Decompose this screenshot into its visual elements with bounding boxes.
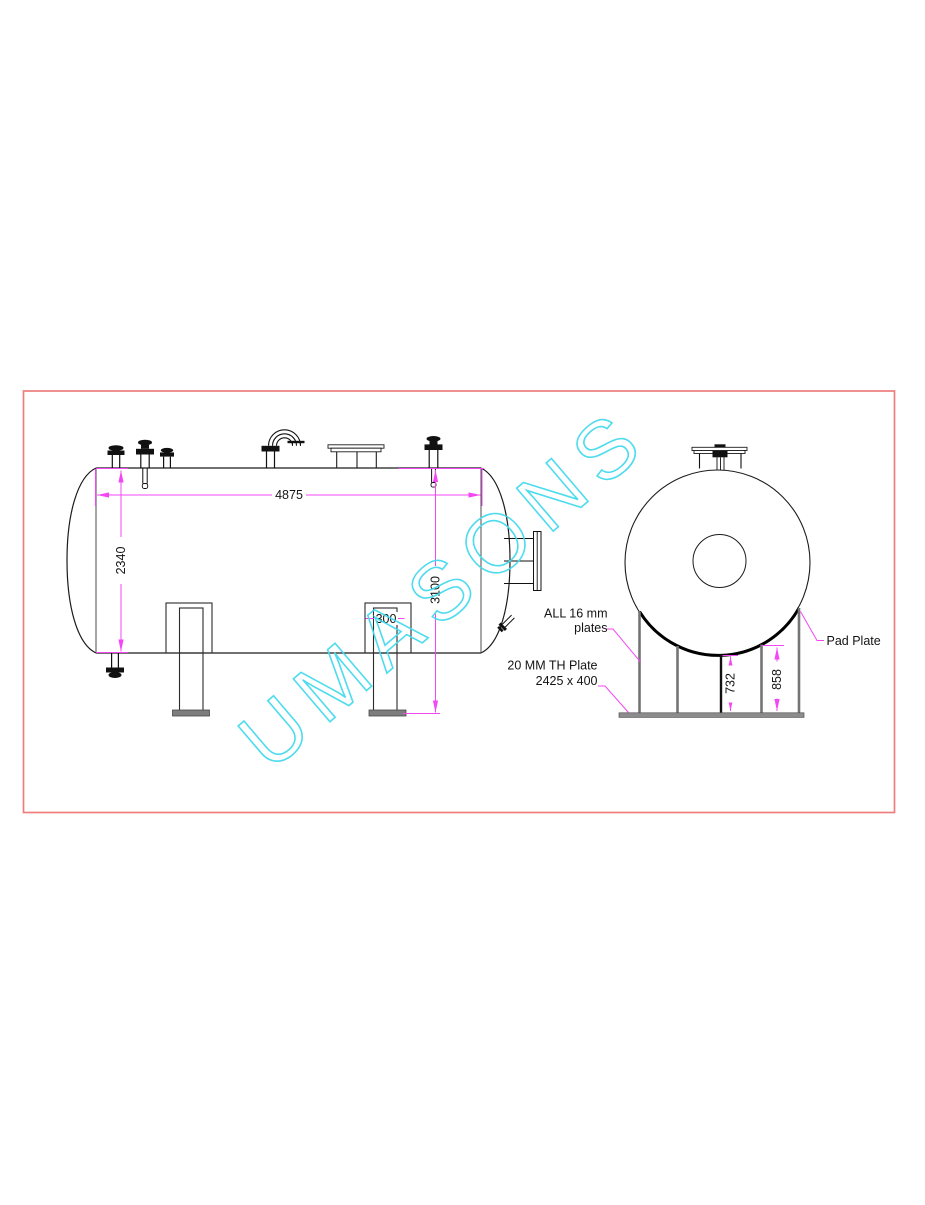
- saddle-support-left: [165, 602, 213, 717]
- end-top-nozzle: [691, 444, 748, 470]
- note-plates-line1: ALL 16 mm: [544, 607, 607, 621]
- top-nozzle-1: [107, 445, 125, 468]
- dim-text-2340: 2340: [114, 547, 128, 575]
- support-plates: [638, 608, 801, 713]
- top-nozzle-2-dip-tube: [136, 439, 154, 489]
- watermark-text: UMASONS: [223, 389, 667, 787]
- vent-screen: [287, 440, 305, 444]
- dim-text-858: 858: [770, 669, 784, 690]
- dim-text-732: 732: [724, 673, 738, 694]
- left-dished-head: [66, 467, 97, 654]
- top-nozzle-4-dip-tube: [424, 436, 443, 488]
- dim-text-3100: 3100: [429, 576, 443, 604]
- angled-drain-fitting: [497, 614, 515, 633]
- manhole-circle: [692, 534, 747, 588]
- bottom-drain-nozzle: [106, 653, 124, 678]
- gooseneck-vent: [261, 429, 305, 468]
- dim-text-300: 300: [376, 612, 397, 626]
- note-base-plate-line1: 20 MM TH Plate: [507, 659, 597, 673]
- sheet-border: [22, 390, 896, 814]
- head-side-nozzle: [504, 531, 542, 591]
- dimension-text-backgrounds: [114, 488, 784, 703]
- tank-end-view: [618, 444, 811, 718]
- manhole-pad-side: [327, 444, 385, 468]
- leader-plates-note: [606, 628, 641, 663]
- note-pad-plate: Pad Plate: [827, 634, 881, 648]
- base-plate: [618, 712, 805, 718]
- top-nozzle-3: [160, 447, 174, 468]
- leader-base-plate-note: [598, 685, 629, 713]
- leader-pad-plate: [800, 611, 824, 641]
- saddle-support-right: [364, 602, 412, 717]
- note-plates-line2: plates: [574, 621, 607, 635]
- note-base-plate-line2: 2425 x 400: [536, 674, 598, 688]
- dim-text-4875: 4875: [275, 488, 303, 502]
